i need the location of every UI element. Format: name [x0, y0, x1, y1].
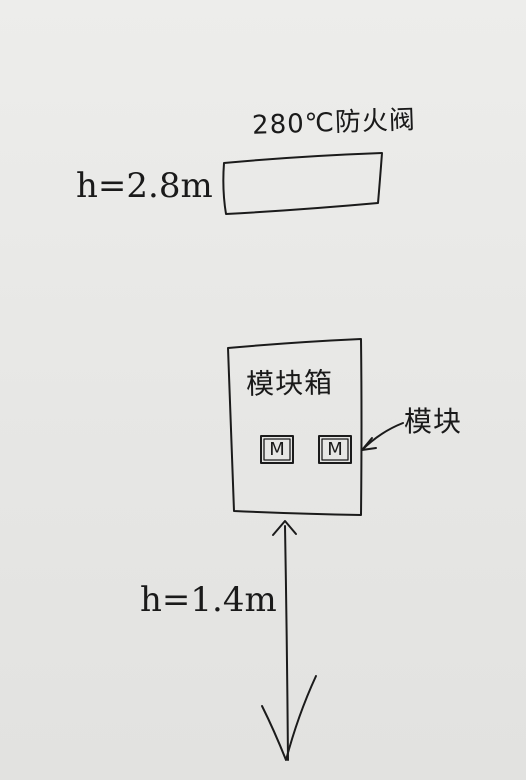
fire-damper-shape	[222, 152, 383, 215]
module-b-letter: M	[327, 439, 343, 460]
module-box-shape	[227, 338, 363, 516]
arrow-head-bottom	[261, 675, 317, 761]
arrow-head-top	[272, 520, 297, 536]
module-label: 模块	[404, 405, 463, 438]
module-a-letter: M	[269, 439, 285, 460]
module-leader-line	[361, 422, 404, 451]
module-b-shape	[318, 435, 352, 464]
height-dimension-line	[284, 525, 289, 761]
module-box-height-label: h=1.4m	[140, 580, 277, 620]
damper-height-label: h=2.8m	[76, 166, 213, 206]
module-a-shape	[260, 435, 294, 464]
fire-damper-label: 280℃防火阀	[251, 105, 417, 141]
module-box-label: 模块箱	[245, 366, 334, 401]
